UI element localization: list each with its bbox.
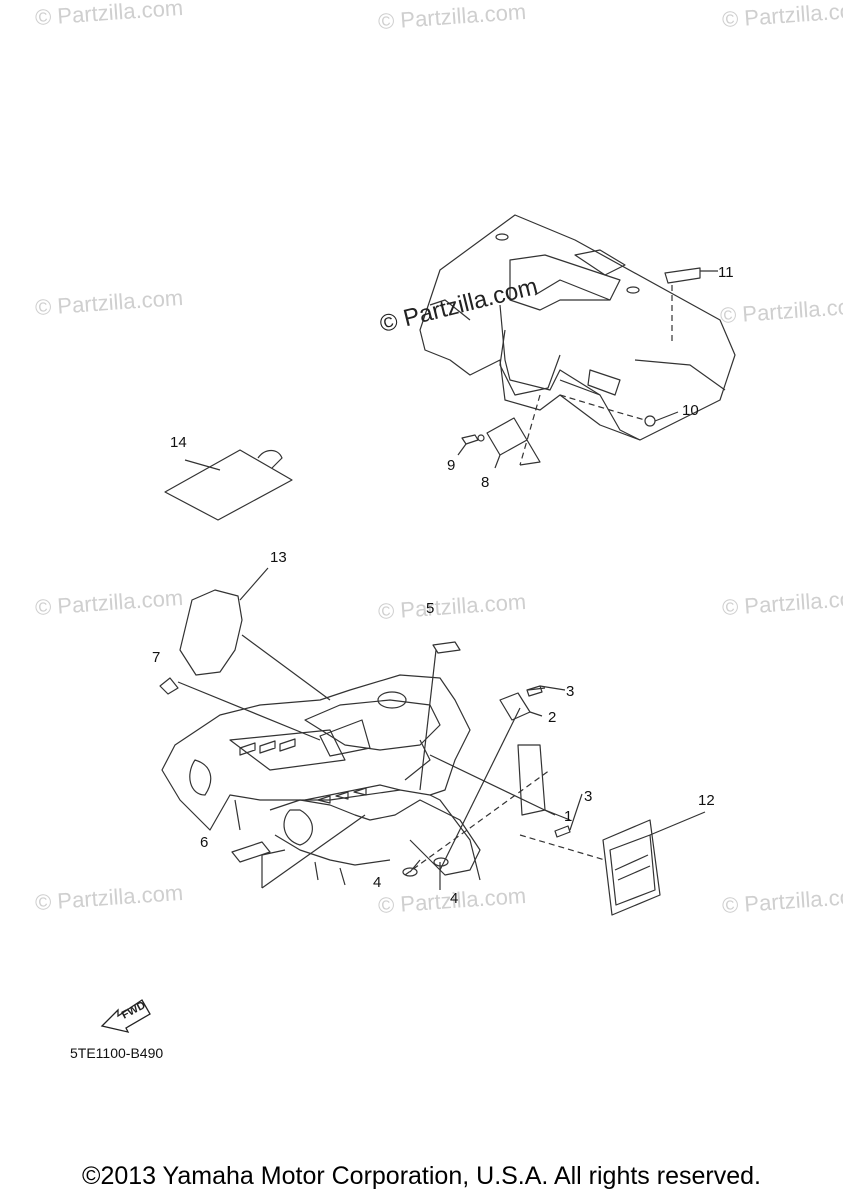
callout-7: 7 bbox=[152, 649, 161, 666]
callout-6: 6 bbox=[200, 834, 209, 851]
callout-3: 3 bbox=[584, 788, 593, 805]
callout-1: 1 bbox=[564, 808, 573, 825]
callout-9: 9 bbox=[447, 457, 456, 474]
callout-8: 8 bbox=[481, 474, 490, 491]
callout-5: 5 bbox=[426, 600, 435, 617]
copyright-text: ©2013 Yamaha Motor Corporation, U.S.A. A… bbox=[82, 1162, 761, 1190]
drawing-code: 5TE1100-B490 bbox=[70, 1045, 164, 1061]
callout-3: 3 bbox=[566, 683, 575, 700]
front-fender bbox=[161, 674, 481, 886]
side-emblem bbox=[602, 819, 661, 916]
callout-4: 4 bbox=[450, 890, 459, 907]
fwd-arrow-icon: FWD bbox=[98, 992, 154, 1034]
callout-14: 14 bbox=[170, 434, 187, 451]
callout-4: 4 bbox=[373, 874, 382, 891]
callout-11: 11 bbox=[718, 264, 734, 281]
owners-manual bbox=[164, 449, 293, 521]
callout-12: 12 bbox=[698, 792, 715, 809]
rear-fender bbox=[419, 214, 736, 441]
callout-13: 13 bbox=[270, 549, 287, 566]
callout-10: 10 bbox=[682, 402, 699, 419]
callout-2: 2 bbox=[548, 709, 557, 726]
